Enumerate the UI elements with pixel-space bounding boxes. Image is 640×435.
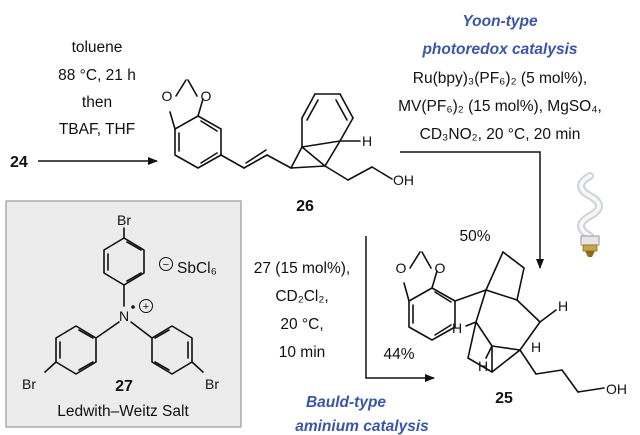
minus-charge-sign: − <box>163 259 169 271</box>
product-atom-oh: OH <box>606 381 627 397</box>
atom-n: N <box>119 308 129 324</box>
atom-br-left: Br <box>22 376 36 392</box>
compound-25-structure <box>403 251 605 393</box>
radical-dot <box>131 305 135 309</box>
counterion: SbCl₆ <box>177 260 217 277</box>
product-atom-h1: H <box>558 298 568 314</box>
atom-br-top: Br <box>117 212 131 228</box>
product-atom-h4: H <box>531 339 541 355</box>
condition-temp-time: 88 °C, 21 h <box>58 67 136 84</box>
catalyst-name: Ledwith–Weitz Salt <box>57 403 189 420</box>
condition-tbaf: TBAF, THF <box>59 121 135 138</box>
compound-26-label: 26 <box>296 198 314 215</box>
bauld-title-line2: aminium catalysis <box>295 418 429 435</box>
atom-o2: O <box>201 88 212 104</box>
condition-solvent: toluene <box>72 39 123 56</box>
yoon-condition-solvent: CD₃NO₂, 20 °C, 20 min <box>420 126 581 143</box>
compound-24-label: 24 <box>10 154 28 171</box>
product-atom-h3: H <box>478 358 488 374</box>
yoon-condition-mv: MV(PF₆)₂ (15 mol%), MgSO₄, <box>398 98 602 115</box>
yoon-arrow <box>400 151 544 269</box>
catalyst-27-label: 27 <box>115 378 133 395</box>
bauld-title-line1: Bauld-type <box>306 394 386 411</box>
yoon-yield: 50% <box>459 228 490 245</box>
atom-h: H <box>362 133 372 149</box>
catalyst-27-structure <box>44 227 204 375</box>
compound-26-structure <box>169 79 393 181</box>
yoon-condition-ru: Ru(bpy)₃(PF₆)₂ (5 mol%), <box>413 70 587 87</box>
plus-charge-sign: + <box>143 301 149 313</box>
light-bulb-icon <box>577 172 603 257</box>
product-atom-h2: H <box>452 320 462 336</box>
atom-o1: O <box>162 88 173 104</box>
yoon-title-line1: Yoon-type <box>462 13 538 30</box>
bauld-condition-time: 10 min <box>279 344 326 361</box>
product-atom-o1: O <box>396 260 407 276</box>
atom-oh: OH <box>393 172 414 188</box>
bauld-condition-loading: 27 (15 mol%), <box>254 260 350 277</box>
bauld-condition-temp: 20 °C, <box>280 316 323 333</box>
step1-conditions: toluene 88 °C, 21 h then TBAF, THF <box>58 39 136 138</box>
yoon-title-line2: photoredox catalysis <box>421 41 577 58</box>
compound-25-label: 25 <box>495 390 513 407</box>
atom-br-right: Br <box>205 376 219 392</box>
bauld-arrow <box>365 236 435 382</box>
benzene-ring <box>174 115 222 169</box>
product-atom-o2: O <box>435 260 446 276</box>
plus-charge <box>139 299 153 313</box>
bauld-yield: 44% <box>383 346 414 363</box>
bauld-condition-solvent: CD₂Cl₂, <box>275 288 328 305</box>
condition-then: then <box>82 94 112 111</box>
minus-charge <box>159 257 173 271</box>
